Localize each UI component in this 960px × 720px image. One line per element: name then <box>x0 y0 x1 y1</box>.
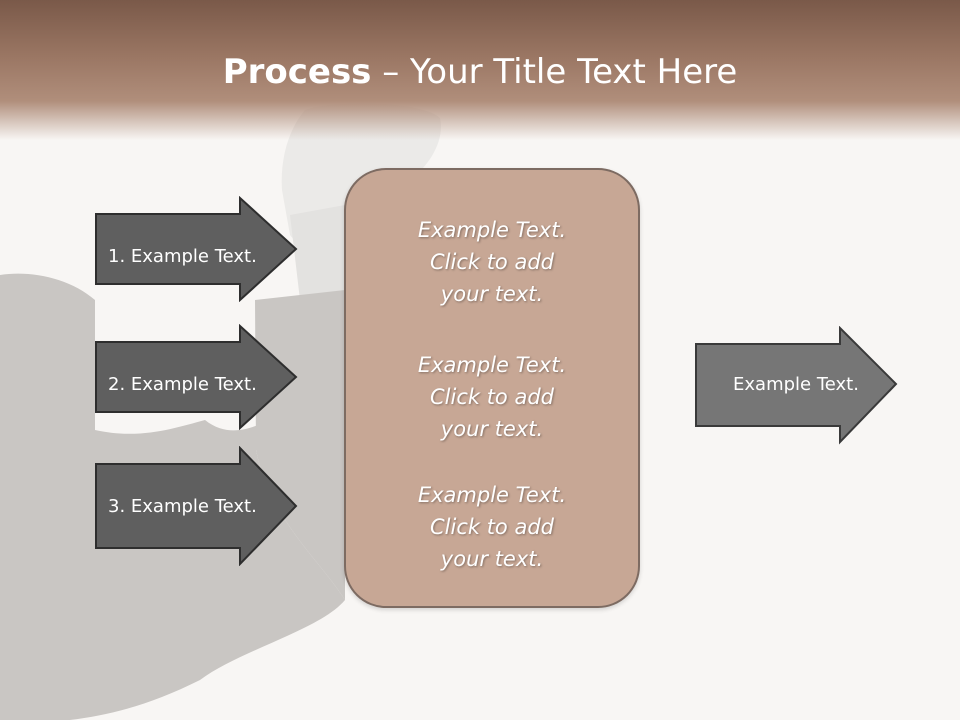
step-label-3: 3. Example Text. <box>108 495 257 517</box>
center-text-line: Example Text. <box>417 353 567 377</box>
result-arrow[interactable] <box>694 326 900 446</box>
step-arrow-2[interactable] <box>94 324 300 430</box>
center-text-line: your text. <box>440 282 544 306</box>
step-label-1: 1. Example Text. <box>108 245 257 267</box>
center-text-line: Click to add <box>429 515 554 539</box>
center-text-line: Example Text. <box>417 218 567 242</box>
title-rest-text: – Your Title Text Here <box>371 52 738 92</box>
center-text-block-1[interactable]: Example Text. Click to add your text. <box>346 214 638 310</box>
step-arrow-1[interactable] <box>94 196 300 302</box>
result-label: Example Text. <box>733 373 859 395</box>
center-text-line: Example Text. <box>417 483 567 507</box>
center-text-block-2[interactable]: Example Text. Click to add your text. <box>346 349 638 445</box>
center-text-line: your text. <box>440 547 544 571</box>
header-band <box>0 0 960 140</box>
slide-title[interactable]: Process – Your Title Text Here <box>0 52 960 92</box>
step-label-2: 2. Example Text. <box>108 373 257 395</box>
white-cuff <box>290 205 350 300</box>
center-text-line: Click to add <box>429 250 554 274</box>
center-text-box[interactable]: Example Text. Click to add your text. Ex… <box>344 168 640 608</box>
center-text-block-3[interactable]: Example Text. Click to add your text. <box>346 479 638 575</box>
step-arrow-3[interactable] <box>94 446 300 566</box>
center-text-line: Click to add <box>429 385 554 409</box>
center-text-line: your text. <box>440 417 544 441</box>
title-bold-text: Process <box>222 52 372 92</box>
